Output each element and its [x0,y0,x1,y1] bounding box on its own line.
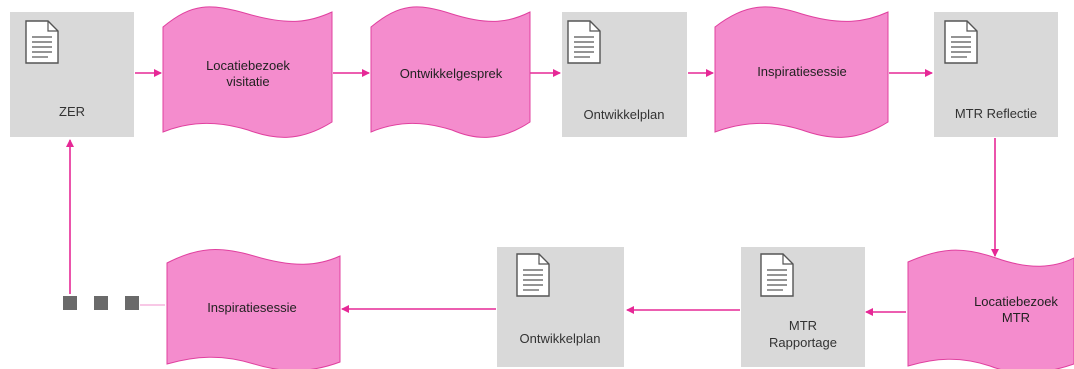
mtr-rapportage-line1: MTR [789,318,817,333]
inspiratiesessie-top-label: Inspiratiesessie [757,64,847,79]
document-icon [944,20,978,64]
node-locatiebezoek-visitatie: Locatiebezoek visitatie [162,6,333,138]
document-icon [567,20,601,64]
inspiratiesessie-bottom-label: Inspiratiesessie [207,300,297,315]
mtr-reflectie-label: MTR Reflectie [955,106,1037,121]
node-mtr-rapportage: MTR Rapportage [741,247,865,367]
node-mtr-reflectie: MTR Reflectie [934,12,1058,137]
document-icon [25,20,59,64]
document-icon [760,253,794,297]
zer-label: ZER [59,104,85,119]
continuation-dot [63,296,77,310]
document-icon [516,253,550,297]
node-zer: ZER [10,12,134,137]
ontwikkelplan-top-label: Ontwikkelplan [584,107,665,122]
node-ontwikkelplan-top: Ontwikkelplan [562,12,687,137]
locatiebezoek-visitatie-line2: visitatie [226,74,269,89]
locatiebezoek-mtr-line1: Locatiebezoek [974,294,1058,309]
continuation-dots [63,296,139,310]
node-locatiebezoek-mtr: Locatiebezoek MTR [907,249,1074,369]
node-inspiratiesessie-top: Inspiratiesessie [714,6,889,138]
ontwikkelgesprek-label: Ontwikkelgesprek [400,66,503,81]
node-ontwikkelgesprek: Ontwikkelgesprek [370,6,531,138]
mtr-rapportage-line2: Rapportage [769,335,837,350]
continuation-dot [125,296,139,310]
locatiebezoek-mtr-line2: MTR [1002,310,1030,325]
ontwikkelplan-bottom-label: Ontwikkelplan [520,331,601,346]
node-ontwikkelplan-bottom: Ontwikkelplan [497,247,624,367]
connectors [66,69,999,316]
continuation-dot [94,296,108,310]
node-inspiratiesessie-bottom: Inspiratiesessie [166,249,341,369]
locatiebezoek-visitatie-line1: Locatiebezoek [206,58,290,73]
